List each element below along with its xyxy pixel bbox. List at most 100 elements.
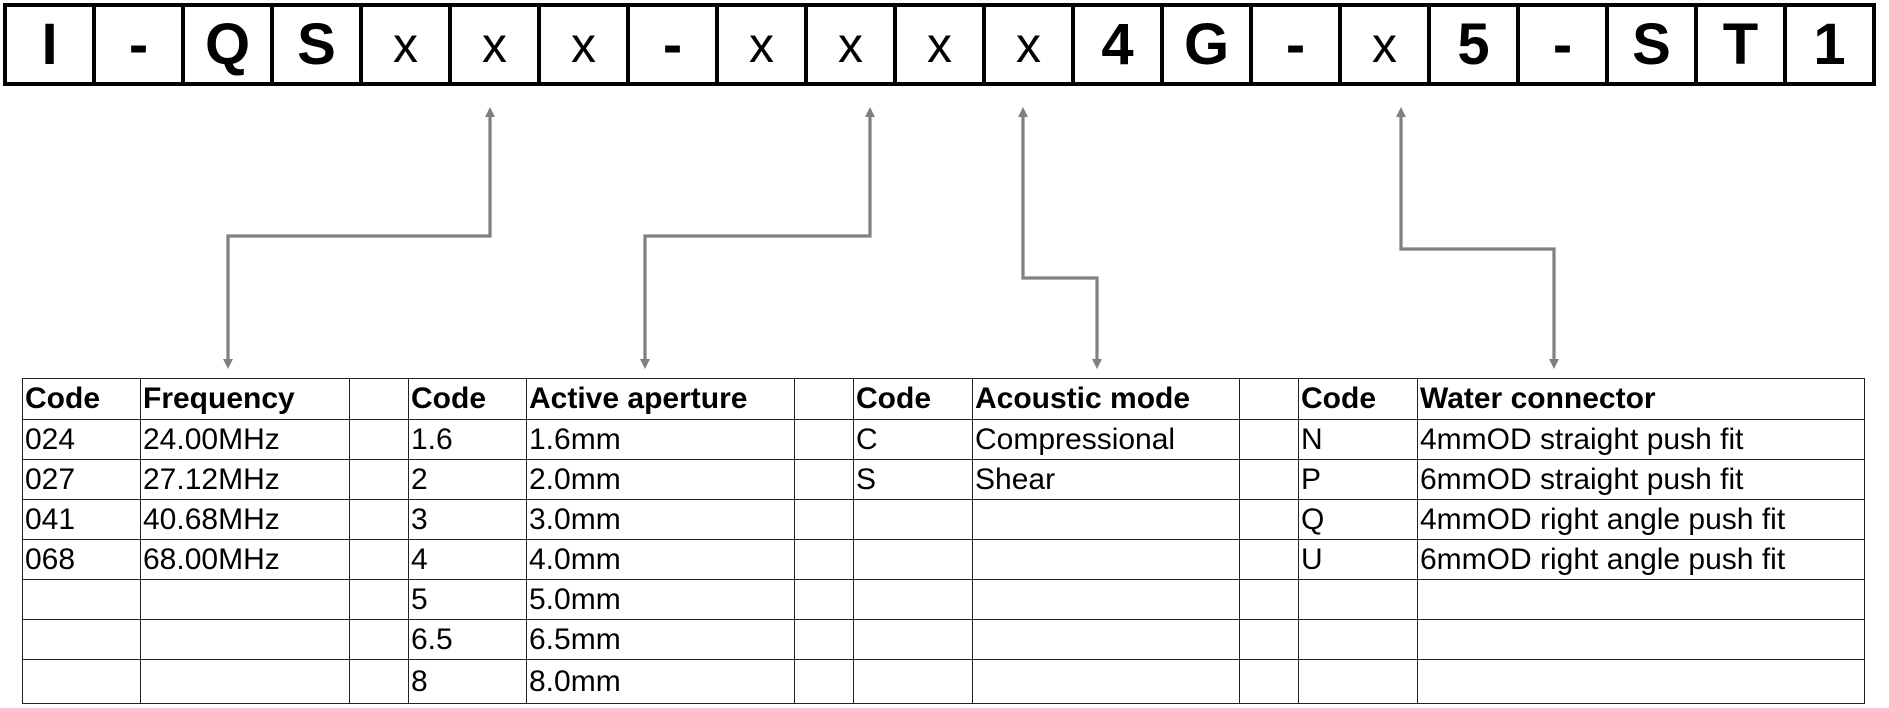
connector-value-cell: 6mmOD right angle push fit — [1417, 539, 1865, 580]
mode-value-cell — [972, 579, 1240, 620]
code-cell-16: x — [1342, 7, 1431, 82]
frequency-code-cell — [22, 579, 141, 620]
connector-value-cell — [1417, 659, 1865, 704]
mode-code-cell — [853, 659, 973, 704]
aperture-code-cell: 1.6 — [408, 419, 527, 460]
aperture-value-cell: 1.6mm — [526, 419, 795, 460]
connector-code-cell: Q — [1298, 499, 1418, 540]
aperture-label-header: Active aperture — [526, 378, 795, 420]
aperture-value-cell: 5.0mm — [526, 579, 795, 620]
spacer-cell — [349, 619, 409, 660]
aperture-code-cell: 6.5 — [408, 619, 527, 660]
aperture-value-cell: 3.0mm — [526, 499, 795, 540]
connector-value-cell — [1417, 579, 1865, 620]
connector-code-cell: N — [1298, 419, 1418, 460]
aperture-code-cell: 2 — [408, 459, 527, 500]
spacer-cell — [794, 539, 854, 580]
frequency-code-cell — [22, 659, 141, 704]
code-cell-11: x — [897, 7, 986, 82]
frequency-value-cell: 27.12MHz — [140, 459, 350, 500]
frequency-value-cell — [140, 659, 350, 704]
spacer-cell — [1239, 378, 1299, 420]
mode-code-cell: S — [853, 459, 973, 500]
mode-value-cell: Compressional — [972, 419, 1240, 460]
connector-code-cell — [1298, 619, 1418, 660]
aperture-value-cell: 2.0mm — [526, 459, 795, 500]
frequency-value-cell: 68.00MHz — [140, 539, 350, 580]
spacer-cell — [349, 659, 409, 704]
code-cell-19: S — [1609, 7, 1698, 82]
mode-value-cell: Shear — [972, 459, 1240, 500]
aperture-value-cell: 6.5mm — [526, 619, 795, 660]
mode-code-cell: C — [853, 419, 973, 460]
mode-value-cell — [972, 659, 1240, 704]
connector-code-cell: P — [1298, 459, 1418, 500]
spacer-cell — [794, 378, 854, 420]
spacer-cell — [349, 539, 409, 580]
connector-code-cell: U — [1298, 539, 1418, 580]
mode-code-cell — [853, 499, 973, 540]
connector-value-cell: 6mmOD straight push fit — [1417, 459, 1865, 500]
connector-label-header: Water connector — [1417, 378, 1865, 420]
frequency-code-cell: 024 — [22, 419, 141, 460]
spacer-cell — [1239, 419, 1299, 460]
aperture-arrow — [640, 107, 875, 369]
code-cell-12: x — [986, 7, 1075, 82]
mode-code-cell — [853, 579, 973, 620]
code-cell-1: I — [7, 7, 96, 82]
mode-arrow — [1018, 107, 1102, 369]
spacer-cell — [1239, 539, 1299, 580]
aperture-code-cell: 8 — [408, 659, 527, 704]
mode-value-cell — [972, 539, 1240, 580]
mode-value-cell — [972, 619, 1240, 660]
spacer-cell — [794, 499, 854, 540]
spacer-cell — [794, 579, 854, 620]
frequency-label-header: Frequency — [140, 378, 350, 420]
code-cell-20: T — [1698, 7, 1787, 82]
frequency-code-cell: 068 — [22, 539, 141, 580]
frequency-value-cell: 40.68MHz — [140, 499, 350, 540]
frequency-code-header: Code — [22, 378, 141, 420]
connector-arrow — [1396, 107, 1559, 369]
code-cell-21: 1 — [1787, 7, 1876, 82]
spacer-cell — [1239, 619, 1299, 660]
code-cell-8: - — [630, 7, 719, 82]
spacer-cell — [1239, 659, 1299, 704]
mode-label-header: Acoustic mode — [972, 378, 1240, 420]
frequency-arrow — [223, 107, 495, 369]
spacer-cell — [349, 459, 409, 500]
connector-code-cell — [1298, 579, 1418, 620]
code-cell-18: - — [1520, 7, 1609, 82]
spacer-cell — [349, 579, 409, 620]
connector-code-header: Code — [1298, 378, 1418, 420]
code-cell-15: - — [1253, 7, 1342, 82]
connector-code-cell — [1298, 659, 1418, 704]
code-cell-13: 4 — [1075, 7, 1164, 82]
code-cell-9: x — [719, 7, 808, 82]
spacer-cell — [1239, 459, 1299, 500]
code-cell-6: x — [452, 7, 541, 82]
aperture-value-cell: 4.0mm — [526, 539, 795, 580]
frequency-value-cell — [140, 579, 350, 620]
code-cell-14: G — [1164, 7, 1253, 82]
spacer-cell — [1239, 579, 1299, 620]
mode-value-cell — [972, 499, 1240, 540]
mode-code-cell — [853, 619, 973, 660]
code-cell-5: x — [363, 7, 452, 82]
connector-value-cell: 4mmOD right angle push fit — [1417, 499, 1865, 540]
spacer-cell — [349, 378, 409, 420]
code-cell-10: x — [808, 7, 897, 82]
mode-code-header: Code — [853, 378, 973, 420]
spacer-cell — [1239, 499, 1299, 540]
frequency-code-cell — [22, 619, 141, 660]
code-cell-2: - — [96, 7, 185, 82]
aperture-value-cell: 8.0mm — [526, 659, 795, 704]
